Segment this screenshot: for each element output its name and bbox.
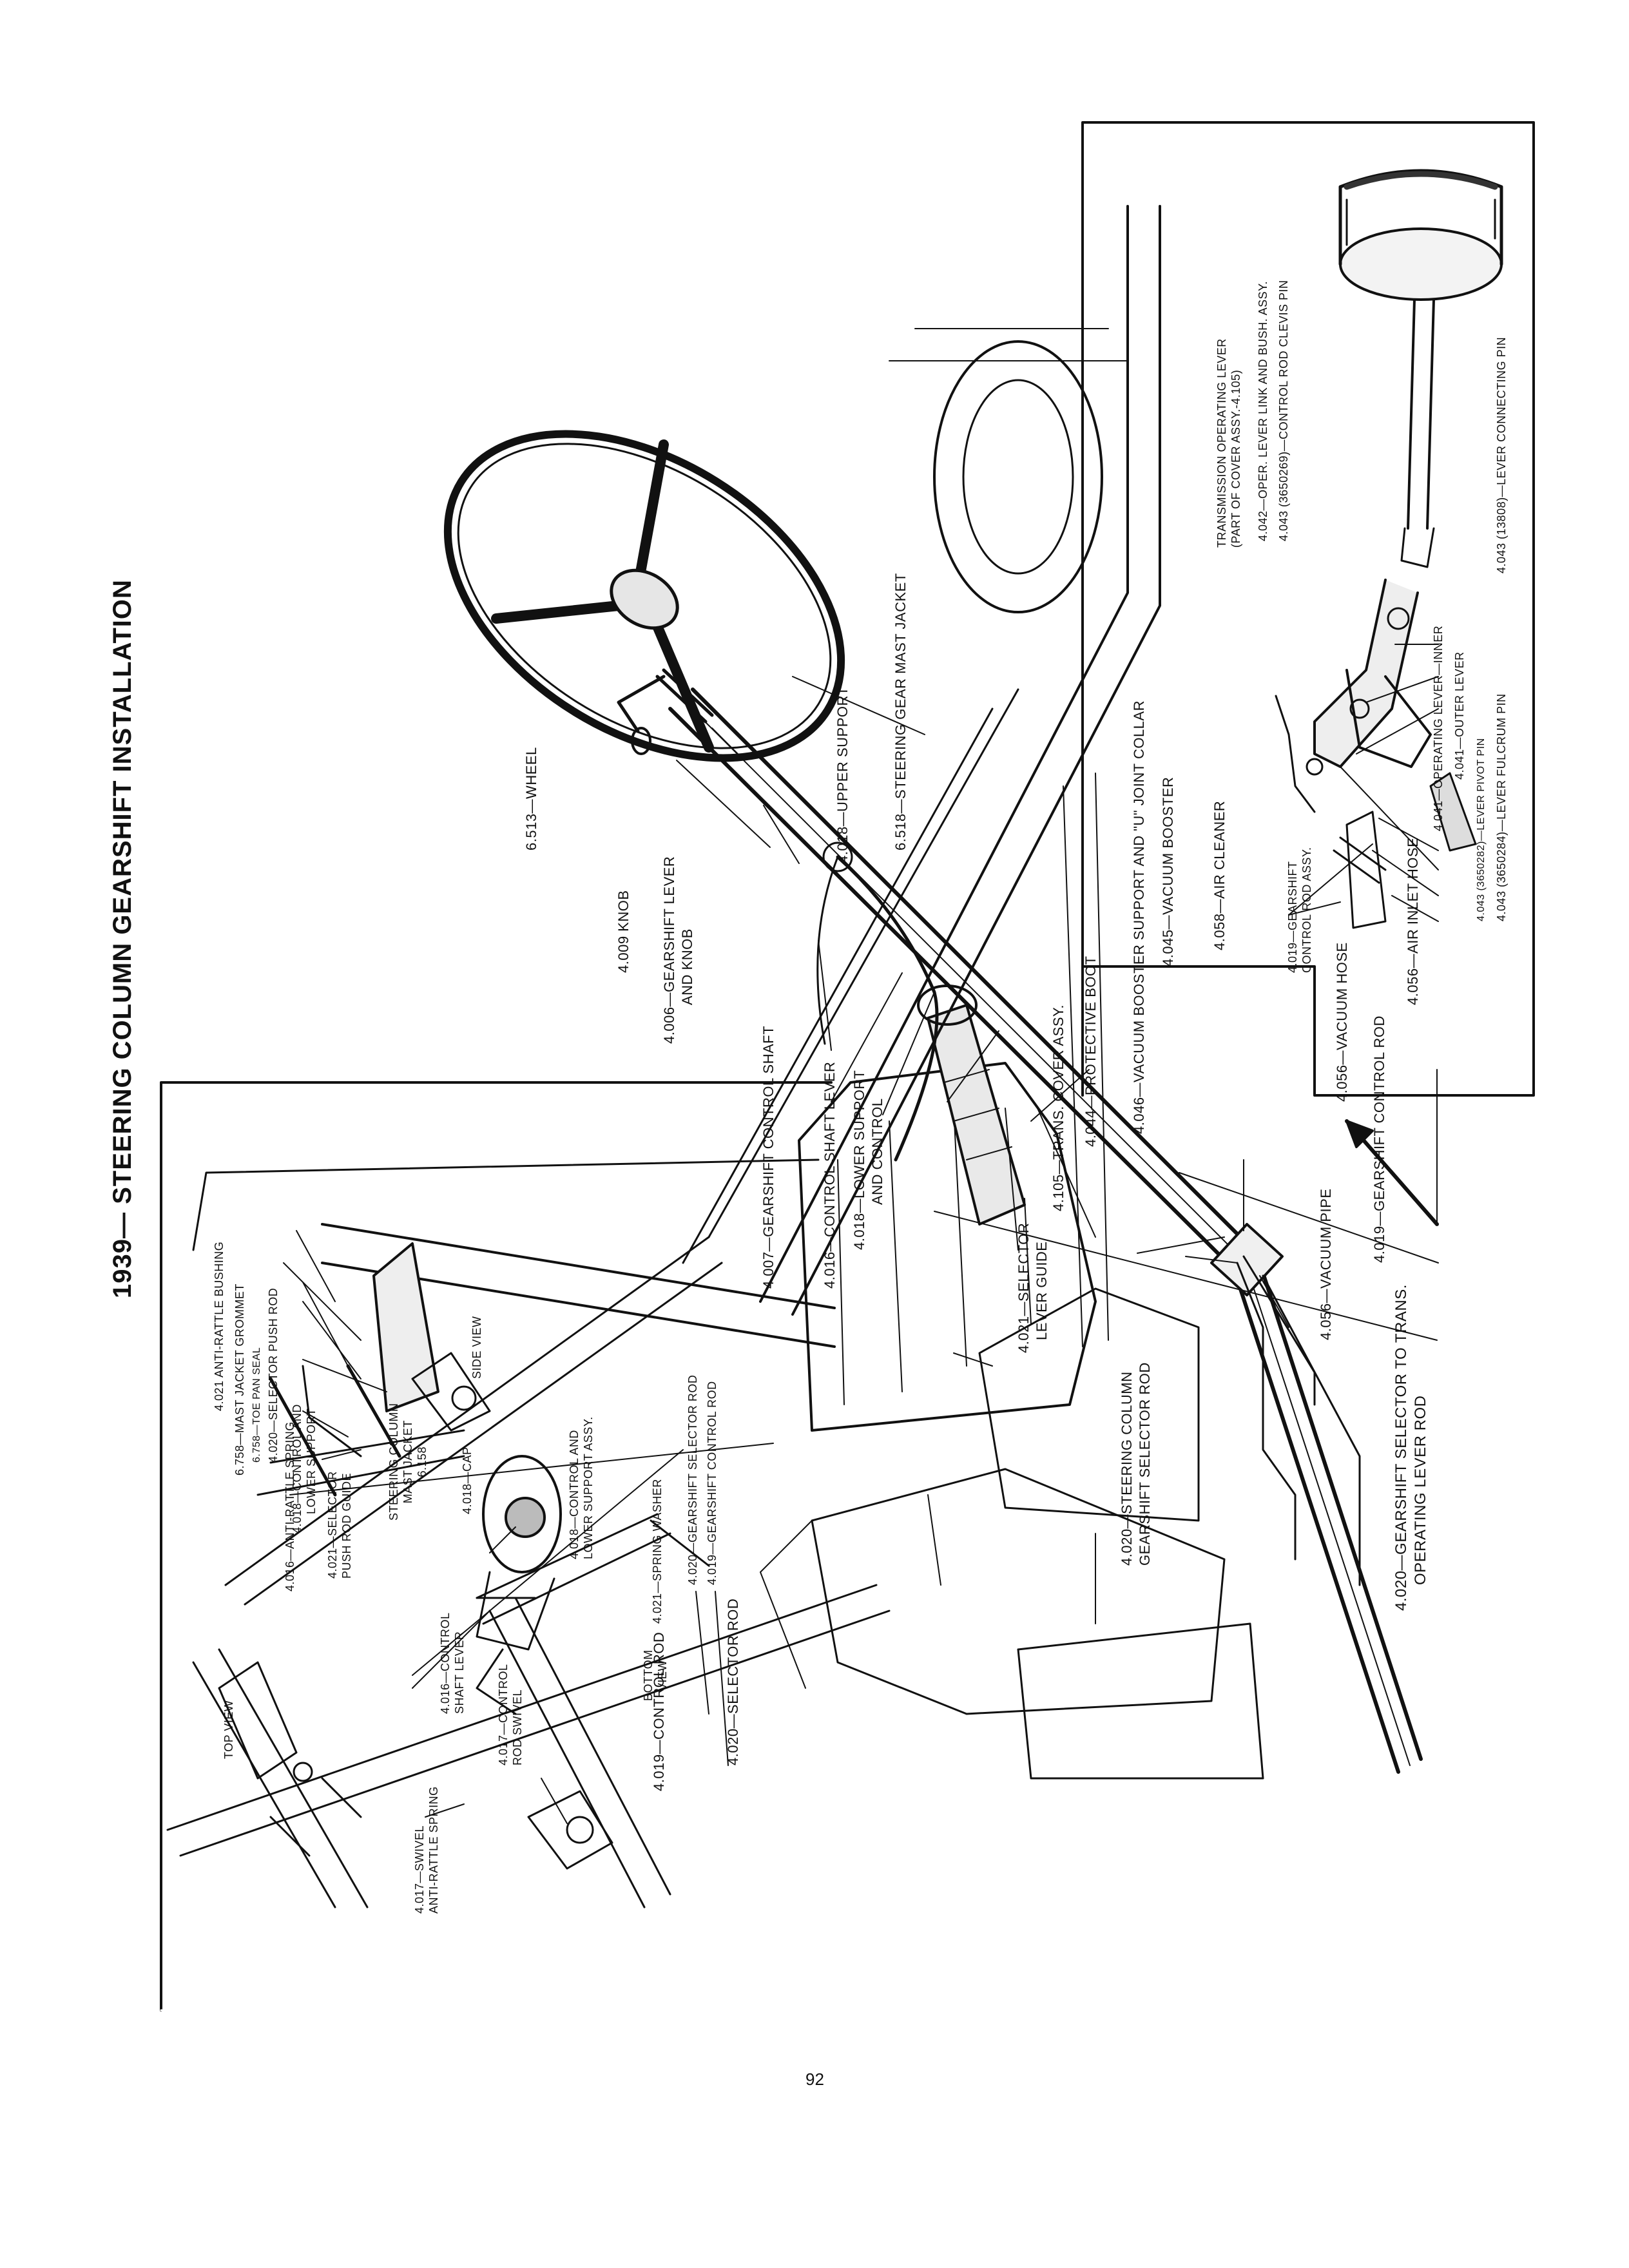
label-selector-to-trans: 4.020—GEARSHIFT SELECTOR TO TRANS. OPERA… xyxy=(1392,1284,1431,1611)
label-gearshift-control-rod-assy-line2: CONTROL ROD ASSY. xyxy=(1300,847,1313,973)
label-steering-column-mast-jacket: STEERING COLUMN MAST JACKET 6.158 xyxy=(387,1403,429,1521)
label-cap: 4.018—CAP xyxy=(461,1446,474,1514)
label-air-inlet-hose: 4.056—AIR INLET HOSE xyxy=(1405,837,1421,1005)
label-vacuum-booster-support: 4.046—VACUUM BOOSTER SUPPORT AND "U" JOI… xyxy=(1131,700,1147,1134)
label-air-cleaner: 4.058—AIR CLEANER xyxy=(1211,800,1228,950)
label-top-view: TOP VIEW xyxy=(222,1700,235,1759)
label-spring-washer: 4.021—SPRING WASHER xyxy=(651,1479,664,1624)
label-swivel-anti-rattle-spring-line2: ANTI-RATTLE SPRING xyxy=(427,1786,440,1914)
label-pivot-pin: 4.043 (3650282)—LEVER PIVOT PIN xyxy=(1476,738,1487,921)
label-vacuum-hose: 4.056—VACUUM HOSE xyxy=(1334,942,1350,1102)
label-lower-support-line1: 4.018—LOWER SUPPORT xyxy=(851,1070,867,1250)
label-side-view: SIDE VIEW xyxy=(470,1316,483,1379)
label-steering-column-selector-rod-line2: GEARSHIFT SELECTOR ROD xyxy=(1137,1362,1153,1566)
label-trans-cover: 4.105—TRANS. COVER ASSY. xyxy=(1050,1004,1066,1211)
label-fulcrum-pin: 4.043 (3650284)—LEVER FULCRUM PIN xyxy=(1495,693,1508,921)
label-connecting-pin: 4.043 (13808)—LEVER CONNECTING PIN xyxy=(1495,336,1508,573)
label-mast-jacket-grommet: 6.758—MAST JACKET GROMMET xyxy=(233,1283,246,1475)
label-steering-column-selector-rod: 4.020—STEERING COLUMN GEARSHIFT SELECTOR… xyxy=(1118,1362,1154,1566)
label-vacuum-pipe: 4.056—VACUUM PIPE xyxy=(1318,1188,1334,1340)
label-knob: 4.009 KNOB xyxy=(615,890,631,973)
label-toe-pan-seal: 6.758—TOE PAN SEAL xyxy=(251,1347,262,1463)
label-selector-to-trans-line2: OPERATING LEVER ROD xyxy=(1412,1395,1429,1585)
label-control-shaft-lever-inset-line2: SHAFT LEVER xyxy=(453,1631,466,1714)
label-steering-column-selector-rod-line1: 4.020—STEERING COLUMN xyxy=(1119,1371,1135,1566)
label-gearshift-control-rod: 4.019—GEARSHIFT CONTROL ROD xyxy=(1371,1015,1387,1263)
label-anti-rattle-bushing: 4.021 ANTI-RATTLE BUSHING xyxy=(213,1241,226,1411)
label-upper-support: 4.018—UPPER SUPPORT xyxy=(834,686,851,863)
label-gearshift-control-rod-inset: 4.019—GEARSHIFT CONTROL ROD xyxy=(706,1381,718,1585)
label-protective-boot: 4.044—PROTECTIVE BOOT xyxy=(1083,956,1099,1147)
page-number: 92 xyxy=(805,2070,824,2089)
label-gearshift-lever-line1: 4.006—GEARSHIFT LEVER xyxy=(661,856,677,1044)
inset-transmission-lever xyxy=(1081,121,1535,1097)
label-gearshift-lever: 4.006—GEARSHIFT LEVER AND KNOB xyxy=(660,856,697,1044)
label-anti-rattle-spring: 4.016—ANTI-RATTLE SPRING xyxy=(284,1421,296,1591)
label-outer-lever: 4.041—OUTER LEVER xyxy=(1453,651,1466,780)
label-operating-lever-inner: 4.041—OPERATING LEVER—INNER xyxy=(1432,625,1445,831)
label-steering-column-mast-jacket-line1: STEERING COLUMN xyxy=(387,1403,400,1521)
label-trans-operating-lever: TRANSMISSION OPERATING LEVER (PART OF CO… xyxy=(1215,338,1243,548)
main-assembly xyxy=(443,205,1439,1780)
label-selector-lever-guide: 4.021—SELECTOR LEVER GUIDE xyxy=(1015,1223,1051,1353)
label-selector-push-rod-guide-line2: PUSH ROD GUIDE xyxy=(340,1472,353,1579)
label-control-shaft-lever-inset-line1: 4.016—CONTROL xyxy=(439,1612,452,1714)
label-steering-column-mast-jacket-line2: MAST JACKET xyxy=(401,1420,414,1504)
label-vacuum-booster: 4.045—VACUUM BOOSTER xyxy=(1160,776,1176,966)
label-selector-push-rod-guide: 4.021—SELECTOR PUSH ROD GUIDE xyxy=(325,1471,354,1579)
label-swivel-anti-rattle-spring-line1: 4.017—SWIVEL xyxy=(413,1825,426,1914)
label-control-rod-swivel-line2: ROD SWIVEL xyxy=(511,1689,524,1765)
label-mast-jacket: 6.518—STEERING GEAR MAST JACKET xyxy=(892,573,909,850)
label-gearshift-control-rod-assy-line1: 4.019—GEARSHIFT xyxy=(1286,861,1299,973)
label-selector-push-rod-guide-line1: 4.021—SELECTOR xyxy=(326,1471,339,1579)
label-lower-support-line2: AND CONTROL xyxy=(869,1098,885,1205)
label-selector-push-rod: 4.020—SELECTOR PUSH ROD xyxy=(267,1287,280,1463)
label-gearshift-lever-line2: AND KNOB xyxy=(679,928,695,1005)
label-clevis-pin: 4.043 (3650269)—CONTROL ROD CLEVIS PIN xyxy=(1277,280,1290,541)
label-control-lower-support-assy-line1: 4.018—CONTROL AND xyxy=(568,1430,581,1559)
label-steering-column-mast-jacket-line3: 6.158 xyxy=(416,1446,429,1477)
label-control-rod-swivel-line1: 4.017—CONTROL xyxy=(497,1664,510,1765)
label-wheel: 6.513—WHEEL xyxy=(523,747,539,850)
label-selector-lever-guide-line1: 4.021—SELECTOR xyxy=(1016,1222,1032,1353)
inset-column-detail xyxy=(160,1081,1612,2012)
label-control-lower-support-line2: LOWER SUPPORT xyxy=(305,1408,318,1514)
label-gearshift-control-rod-assy: 4.019—GEARSHIFT CONTROL ROD ASSY. xyxy=(1286,847,1314,973)
label-selector-to-trans-line1: 4.020—GEARSHIFT SELECTOR TO TRANS. xyxy=(1393,1284,1410,1611)
label-control-rod: 4.019—CONTROL ROD xyxy=(651,1631,667,1791)
label-control-rod-swivel: 4.017—CONTROL ROD SWIVEL xyxy=(496,1664,525,1765)
label-control-shaft: 4.007—GEARSHIFT CONTROL SHAFT xyxy=(760,1025,776,1289)
label-control-shaft-lever-inset: 4.016—CONTROL SHAFT LEVER xyxy=(438,1612,467,1714)
label-lower-support: 4.018—LOWER SUPPORT AND CONTROL xyxy=(851,1070,887,1250)
label-swivel-anti-rattle-spring: 4.017—SWIVEL ANTI-RATTLE SPRING xyxy=(412,1786,441,1914)
label-control-lower-support-assy-line2: LOWER SUPPORT ASSY. xyxy=(582,1416,595,1559)
label-trans-operating-lever-line2: (PART OF COVER ASSY.-4.105) xyxy=(1229,369,1242,548)
label-selector-lever-guide-line2: LEVER GUIDE xyxy=(1034,1241,1050,1340)
page-title: 1939— STEERING COLUMN GEARSHIFT INSTALLA… xyxy=(108,579,137,1298)
label-control-shaft-lever: 4.016—CONTROL SHAFT LEVER xyxy=(822,1061,838,1289)
label-trans-operating-lever-line1: TRANSMISSION OPERATING LEVER xyxy=(1215,338,1228,548)
label-oper-lever-link: 4.042—OPER. LEVER LINK AND BUSH. ASSY. xyxy=(1257,281,1269,541)
label-control-lower-support-assy: 4.018—CONTROL AND LOWER SUPPORT ASSY. xyxy=(567,1416,595,1559)
label-selector-rod: 4.020—SELECTOR ROD xyxy=(725,1598,741,1765)
label-gearshift-selector-rod: 4.020—GEARSHIFT SELECTOR ROD xyxy=(686,1374,699,1585)
